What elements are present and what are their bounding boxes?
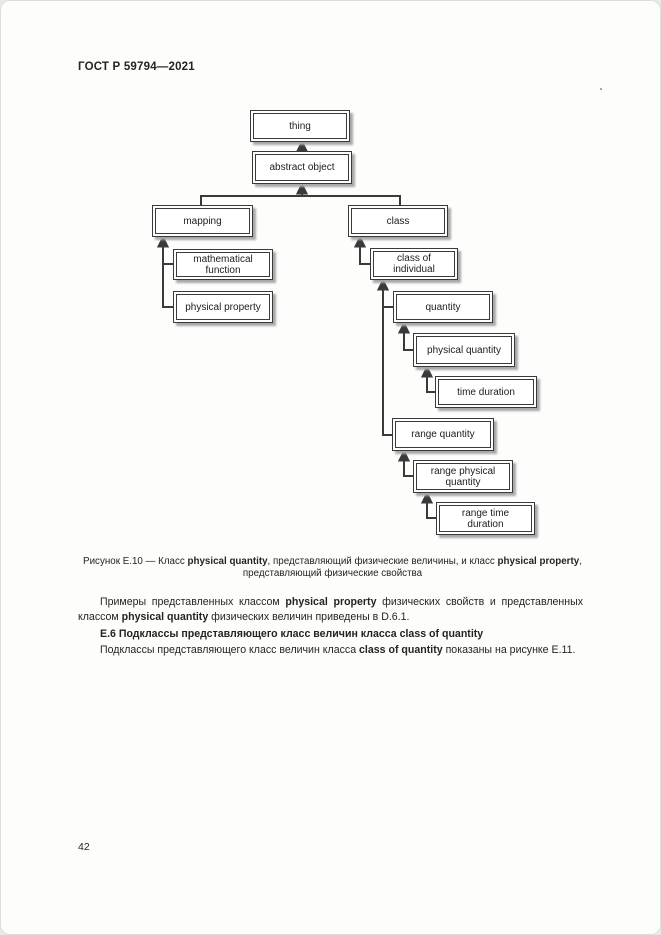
diagram-node-thing: thing: [250, 110, 350, 142]
diagram-node-label: physical property: [185, 301, 261, 313]
diagram-node-range-physical-quantity: range physical quantity: [413, 460, 513, 493]
diagram-node-physical-quantity: physical quantity: [413, 333, 515, 367]
diagram-node-label: class: [386, 215, 410, 227]
diagram-node-label: quantity: [425, 301, 461, 313]
diagram-node-mathematical-function: mathematical function: [173, 249, 273, 280]
diagram-node-label: range time duration: [461, 507, 510, 530]
paragraph-subclasses: Подклассы представляющего класс величин …: [100, 644, 576, 656]
diagram-node-label: time duration: [457, 386, 515, 398]
diagram-node-label: abstract object: [269, 162, 335, 173]
diagram-node-class-of-individual: class of individual: [370, 248, 458, 280]
diagram-node-label: mapping: [183, 215, 222, 227]
diagram-node-label: thing: [289, 120, 311, 132]
diagram-node-label: mathematical function: [193, 253, 253, 276]
diagram-node-quantity: quantity: [393, 291, 493, 323]
page-number: 42: [78, 841, 90, 853]
document-header: ГОСТ Р 59794—2021: [78, 61, 195, 73]
diagram-node-class: class: [348, 205, 448, 237]
diagram-node-abstract-object: abstract object: [252, 151, 352, 184]
diagram-node-time-duration: time duration: [435, 376, 537, 408]
figure-caption: Рисунок Е.10 — Класс physical quantity, …: [83, 556, 582, 579]
paragraph-examples: Примеры представленных классом physical …: [78, 596, 584, 623]
diagram-node-mapping: mapping: [152, 205, 253, 237]
section-heading-e6: Е.6 Подклассы представляющего класс вели…: [100, 628, 484, 640]
diagram-node-label: class of individual: [393, 253, 435, 275]
diagram-node-label: range quantity: [411, 429, 475, 440]
diagram-node-range-quantity: range quantity: [392, 418, 494, 451]
diagram-node-range-time-duration: range time duration: [436, 502, 535, 535]
scan-artifact-dot: [600, 88, 602, 90]
diagram-node-label: range physical quantity: [430, 465, 496, 488]
diagram-node-label: physical quantity: [427, 344, 501, 356]
diagram-node-physical-property: physical property: [173, 291, 273, 323]
